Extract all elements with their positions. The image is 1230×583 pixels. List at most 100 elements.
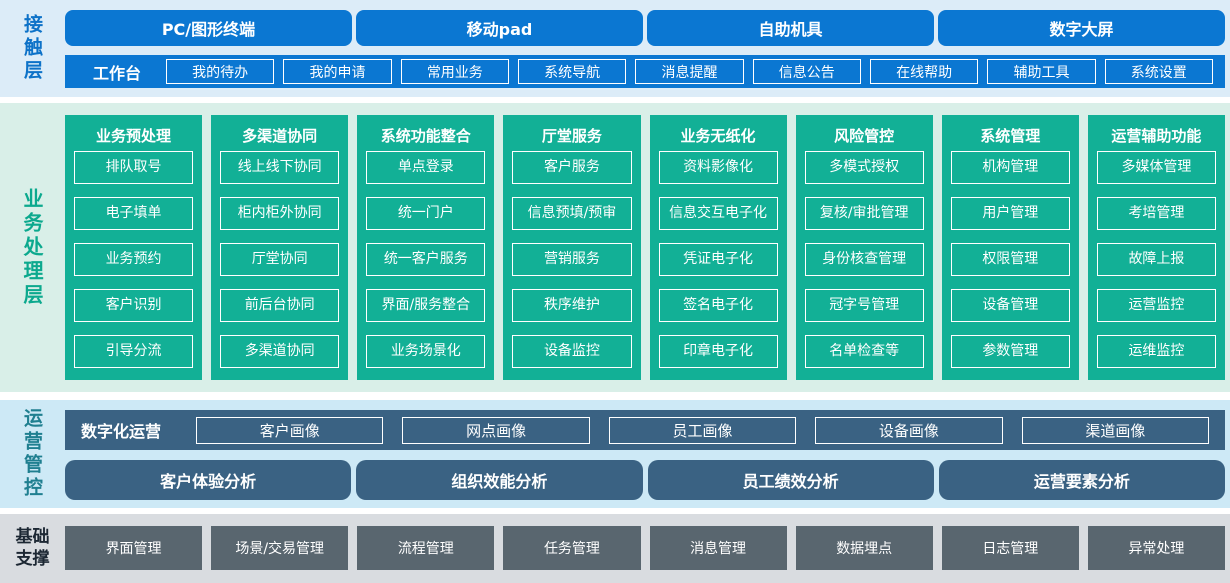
business-item: 冠字号管理: [804, 289, 924, 322]
column-items: 机构管理 用户管理 权限管理 设备管理 参数管理: [950, 151, 1070, 368]
business-item: 印章电子化: [658, 335, 778, 368]
workbench-item-online-help: 在线帮助: [869, 59, 979, 84]
contact-layer-label: 接触层: [21, 14, 43, 83]
business-item: 身份核查管理: [804, 243, 924, 276]
business-item: 单点登录: [366, 151, 486, 184]
foundation-item-task-mgmt: 任务管理: [503, 526, 641, 570]
business-layer-label: 业务处理层: [20, 187, 44, 308]
foundation-item-log-mgmt: 日志管理: [941, 526, 1079, 570]
business-item: 业务场景化: [366, 335, 486, 368]
column-title: 风险管控: [834, 127, 895, 145]
analysis-employee-performance: 员工绩效分析: [647, 460, 934, 500]
workbench-item-message-alerts: 消息提醒: [635, 59, 744, 84]
analysis-customer-experience: 客户体验分析: [65, 460, 352, 500]
contact-layer: 接触层 PC/图形终端 移动pad 自助机具 数字大屏 工作台 我的待办 我的申…: [0, 0, 1230, 97]
analysis-org-efficiency: 组织效能分析: [356, 460, 643, 500]
business-item: 凭证电子化: [658, 243, 778, 276]
business-item: 设备监控: [512, 335, 632, 368]
business-item: 复核/审批管理: [804, 197, 924, 230]
operations-layer: 运营管控 数字化运营 客户画像 网点画像 员工画像 设备画像 渠道画像 客户体验…: [0, 400, 1230, 508]
foundation-layer-label: 基础支撑: [15, 527, 50, 569]
column-title: 业务无纸化: [680, 127, 756, 145]
business-column-ops-aux: 运营辅助功能 多媒体管理 考培管理 故障上报 运营监控 运维监控: [1087, 115, 1225, 380]
channel-self-service: 自助机具: [647, 10, 934, 46]
business-item: 信息预填/预审: [512, 197, 632, 230]
ops-item-device-profile: 设备画像: [815, 416, 1003, 444]
business-layer-content: 业务预处理 排队取号 电子填单 业务预约 客户识别 引导分流 多渠道协同 线上线…: [65, 103, 1230, 392]
business-item: 统一客户服务: [366, 243, 486, 276]
analysis-row: 客户体验分析 组织效能分析 员工绩效分析 运营要素分析: [65, 460, 1225, 500]
foundation-item-message-mgmt: 消息管理: [649, 526, 787, 570]
business-item: 电子填单: [74, 197, 194, 230]
business-item: 业务预约: [74, 243, 194, 276]
contact-layer-side: 接触层: [0, 0, 65, 97]
business-item: 考培管理: [1096, 197, 1216, 230]
business-layer: 业务处理层 业务预处理 排队取号 电子填单 业务预约 客户识别 引导分流 多渠道…: [0, 103, 1230, 392]
business-item: 多渠道协同: [220, 335, 340, 368]
business-item: 信息交互电子化: [658, 197, 778, 230]
business-item: 用户管理: [950, 197, 1070, 230]
business-column-lobby-service: 厅堂服务 客户服务 信息预填/预审 营销服务 秩序维护 设备监控: [503, 115, 641, 380]
business-item: 多模式授权: [804, 151, 924, 184]
business-layer-side: 业务处理层: [0, 103, 65, 392]
column-title: 系统管理: [980, 127, 1041, 145]
business-item: 资料影像化: [658, 151, 778, 184]
foundation-item-data-tracking: 数据埋点: [795, 526, 933, 570]
business-column-system-mgmt: 系统管理 机构管理 用户管理 权限管理 设备管理 参数管理: [941, 115, 1079, 380]
foundation-item-ui-mgmt: 界面管理: [65, 526, 203, 570]
column-items: 多媒体管理 考培管理 故障上报 运营监控 运维监控: [1096, 151, 1216, 368]
business-column-multichannel: 多渠道协同 线上线下协同 柜内柜外协同 厅堂协同 前后台协同 多渠道协同: [211, 115, 349, 380]
business-column-system-integration: 系统功能整合 单点登录 统一门户 统一客户服务 界面/服务整合 业务场景化: [357, 115, 495, 380]
business-item: 多媒体管理: [1096, 151, 1216, 184]
channel-mobile-pad: 移动pad: [356, 10, 643, 46]
column-title: 业务预处理: [96, 127, 172, 145]
column-title: 运营辅助功能: [1111, 127, 1202, 145]
workbench-item-aux-tools: 辅助工具: [987, 59, 1096, 84]
channel-row: PC/图形终端 移动pad 自助机具 数字大屏: [65, 10, 1225, 46]
business-item: 设备管理: [950, 289, 1070, 322]
business-item: 界面/服务整合: [366, 289, 486, 322]
business-item: 客户服务: [512, 151, 632, 184]
ops-item-customer-profile: 客户画像: [196, 416, 384, 444]
workbench-item-system-settings: 系统设置: [1104, 59, 1213, 84]
business-item: 机构管理: [950, 151, 1070, 184]
business-columns: 业务预处理 排队取号 电子填单 业务预约 客户识别 引导分流 多渠道协同 线上线…: [65, 115, 1225, 380]
business-item: 线上线下协同: [220, 151, 340, 184]
column-title: 多渠道协同: [242, 127, 318, 145]
foundation-layer-side: 基础支撑: [0, 514, 65, 583]
business-column-paperless: 业务无纸化 资料影像化 信息交互电子化 凭证电子化 签名电子化 印章电子化: [649, 115, 787, 380]
channel-pc-terminal: PC/图形终端: [65, 10, 352, 46]
digital-ops-label: 数字化运营: [81, 422, 162, 441]
column-items: 资料影像化 信息交互电子化 凭证电子化 签名电子化 印章电子化: [658, 151, 778, 368]
business-item: 参数管理: [950, 335, 1070, 368]
column-items: 多模式授权 复核/审批管理 身份核查管理 冠字号管理 名单检查等: [804, 151, 924, 368]
foundation-item-scene-txn-mgmt: 场景/交易管理: [211, 526, 349, 570]
workbench-bar: 工作台 我的待办 我的申请 常用业务 系统导航 消息提醒 信息公告 在线帮助 辅…: [65, 55, 1225, 88]
business-item: 柜内柜外协同: [220, 197, 340, 230]
business-item: 引导分流: [74, 335, 194, 368]
business-item: 厅堂协同: [220, 243, 340, 276]
workbench-item-info-bulletin: 信息公告: [752, 59, 861, 84]
foundation-item-process-mgmt: 流程管理: [357, 526, 495, 570]
analysis-ops-elements: 运营要素分析: [938, 460, 1225, 500]
business-item: 签名电子化: [658, 289, 778, 322]
business-item: 排队取号: [74, 151, 194, 184]
workbench-item-system-nav: 系统导航: [517, 59, 627, 84]
contact-layer-content: PC/图形终端 移动pad 自助机具 数字大屏 工作台 我的待办 我的申请 常用…: [65, 0, 1230, 97]
business-item: 营销服务: [512, 243, 632, 276]
business-column-preprocess: 业务预处理 排队取号 电子填单 业务预约 客户识别 引导分流: [65, 115, 203, 380]
business-item: 故障上报: [1096, 243, 1216, 276]
column-title: 厅堂服务: [541, 127, 602, 145]
workbench-item-common-business: 常用业务: [400, 59, 509, 84]
foundation-item-exception-handling: 异常处理: [1087, 526, 1225, 570]
workbench-label: 工作台: [92, 63, 141, 83]
column-items: 线上线下协同 柜内柜外协同 厅堂协同 前后台协同 多渠道协同: [220, 151, 340, 368]
business-item: 秩序维护: [512, 289, 632, 322]
operations-layer-content: 数字化运营 客户画像 网点画像 员工画像 设备画像 渠道画像 客户体验分析 组织…: [65, 400, 1230, 508]
ops-item-channel-profile: 渠道画像: [1021, 416, 1210, 444]
business-item: 运维监控: [1096, 335, 1216, 368]
column-items: 排队取号 电子填单 业务预约 客户识别 引导分流: [74, 151, 194, 368]
channel-digital-screen: 数字大屏: [938, 10, 1225, 46]
foundation-layer-content: 界面管理 场景/交易管理 流程管理 任务管理 消息管理 数据埋点 日志管理 异常…: [65, 514, 1230, 583]
